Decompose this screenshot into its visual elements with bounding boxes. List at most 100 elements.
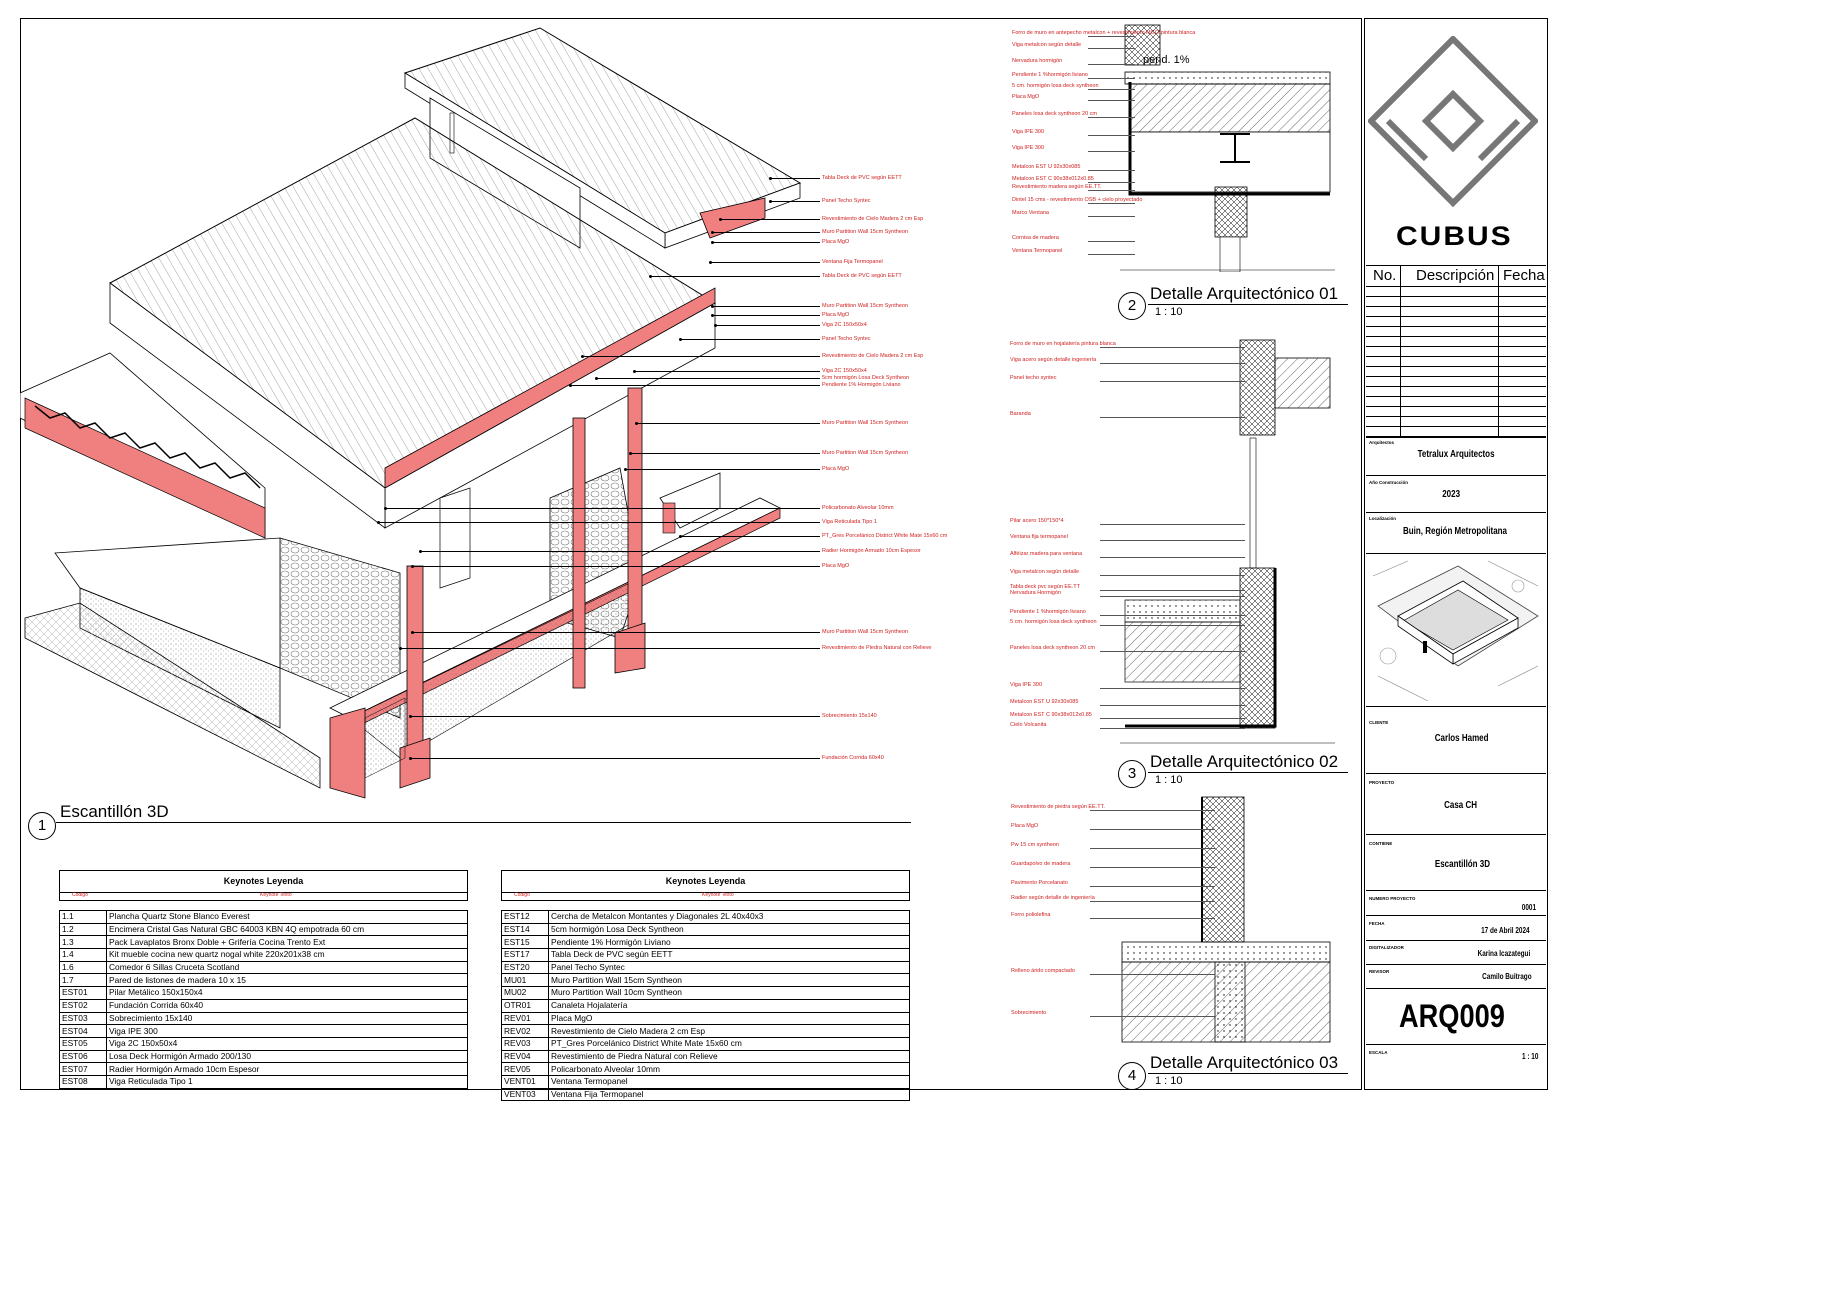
iso-callout-label: Muro Partition Wall 15cm Syntheon [822,419,908,426]
d1-callouts-label: Viga metalcon según detalle [1012,42,1082,48]
revisions-header-line [1366,286,1546,287]
iso-callout-dot [709,261,712,264]
d1-callouts-leader [1088,78,1135,79]
tb-line [1366,890,1546,891]
revision-row-line [1366,406,1546,407]
d1-callouts-leader [1088,151,1135,152]
iso-callout-label: Radier Hormigón Armado 10cm Espesor [822,547,921,554]
tb-line [1366,834,1546,835]
iso-callout-leader [570,385,820,386]
site-thumbnail-image [1372,560,1539,702]
d1-callouts-label: Placa MgO [1012,94,1040,100]
d2-callouts-label: Metalcon EST U 92x30x085 [1010,699,1079,705]
iso-callout-dot [384,507,387,510]
d2-callouts-label: Metalcon EST C 90x38x012x0.85 [1010,712,1092,718]
iso-callout-dot [377,521,380,524]
contents-value: Escantillón 3D [1434,859,1491,870]
architects-label: Arquitectos [1369,440,1395,445]
keynote-code: EST01 [59,986,107,1000]
tb-line [1366,553,1546,554]
architects-value: Tetralux Arquitectos [1417,449,1495,460]
keynote-text: Comedor 6 Sillas Cruceta Scotland [106,960,468,975]
d3-callouts-leader [1090,810,1215,811]
iso-callout-label: Placa MgO [822,465,850,472]
iso-callout-dot [711,314,714,317]
d2-callouts-label: Tabla deck pvc según EE.TT [1010,584,1081,590]
revision-row-line [1366,306,1546,307]
iso-callout-label: Policarbonato Alveolar 10mm [822,504,894,511]
d1-callouts-label: Nervadura hormigón [1012,58,1063,64]
iso-callout-leader [712,315,820,316]
view-number-3: 3 [1118,760,1146,788]
keynotes-right-header: Codigo Keynote Texto [501,892,910,901]
d2-callouts-leader [1100,417,1245,418]
keynote-text: Muro Partition Wall 10cm Syntheon [548,986,910,1000]
d2-callouts-label: Ventana fija termopanel [1010,534,1068,540]
iso-callout-dot [409,757,412,760]
revision-row-line [1366,396,1546,397]
d2-callouts-label: Baranda [1010,411,1031,417]
iso-callout-leader [712,306,820,307]
iso-callout-label: 5cm hormigón Losa Deck Syntheon [822,374,910,381]
revisions-col-line-2 [1498,265,1499,437]
d1-callouts-leader [1088,190,1135,191]
digitizer-value: Karina Icazategui [1477,949,1531,958]
iso-callout-dot [711,231,714,234]
revisions-col-line-1 [1400,265,1401,437]
keynote-text: Viga Reticulada Tipo 1 [106,1074,468,1089]
keynote-text: Pack Lavaplatos Bronx Doble + Grifería C… [106,935,468,950]
keynote-text: Revestimiento de Piedra Natural con Reli… [548,1049,910,1064]
iso-callout-label: Placa MgO [822,562,850,569]
iso-callout-label: Tabla Deck de PVC según EETT [822,174,902,181]
d2-callouts-label: Panel techo syntec [1010,375,1057,381]
logo-text: CUBUS [1396,221,1513,252]
d3-callouts-label: Guardapolvo de madera [1011,861,1071,867]
iso-callout-dot [679,338,682,341]
iso-callout-label: Viga Reticulada Tipo 1 [822,518,877,525]
keynotes-left-col-text: Keynote Texto [260,892,292,898]
iso-callout-dot [411,631,414,634]
iso-callout-leader [636,423,820,424]
iso-callout-leader [720,219,820,220]
iso-callout-leader [680,339,820,340]
iso-callout-dot [399,647,402,650]
iso-callout-leader [420,551,820,552]
iso-callout-leader [710,262,820,263]
keynotes-left-col-code: Codigo [72,892,88,898]
iso-callout-label: Muro Partition Wall 15cm Syntheon [822,628,908,635]
keynote-text: 5cm hormigón Losa Deck Syntheon [548,922,910,937]
keynote-code: EST20 [501,960,549,975]
iso-callout-label: Ventana Fija Termopanel [822,258,883,265]
iso-callout-dot [595,377,598,380]
reviewer-value: Camilo Buitrago [1482,972,1532,981]
iso-callout-leader [770,201,820,202]
keynote-text: Canaleta Hojalatería [548,998,910,1013]
iso-callout-label: Viga 2C 150x50x4 [822,321,867,328]
date-label: FECHA [1369,921,1385,926]
detail-02-drawing [1120,339,1335,744]
d1-callouts-leader [1088,241,1135,242]
d1-callouts-label: Ventana Termopanel [1012,248,1063,254]
revisions-col-no: No. [1373,267,1397,284]
keynote-code: EST02 [59,998,107,1013]
revision-row-line [1366,356,1546,357]
keynote-code: EST14 [501,922,549,937]
keynote-code: REV02 [501,1024,549,1038]
iso-callout-leader [410,716,820,717]
view-number-1: 1 [28,812,56,840]
keynote-text: Viga IPE 300 [106,1024,468,1038]
revision-row-line [1366,376,1546,377]
iso-callout-dot [569,384,572,387]
keynote-code: EST07 [59,1062,107,1076]
revisions-col-desc: Descripción [1416,267,1495,284]
view-title-underline-1 [56,822,911,823]
d1-callouts-leader [1088,89,1135,90]
